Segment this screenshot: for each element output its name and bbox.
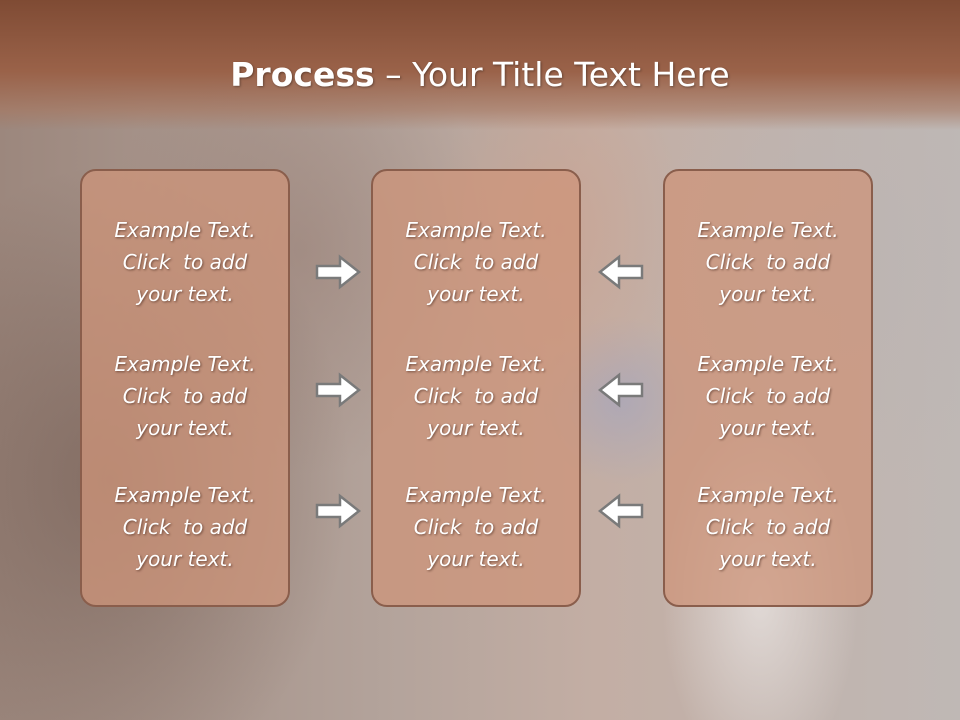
text-block[interactable]: Example Text. Click to add your text. bbox=[665, 348, 871, 444]
text-line: your text. bbox=[719, 282, 817, 306]
text-line: Example Text. bbox=[114, 218, 256, 242]
text-line: Click to add bbox=[413, 515, 539, 539]
text-line: your text. bbox=[427, 547, 525, 571]
text-line: Example Text. bbox=[114, 352, 256, 376]
slide-title[interactable]: Process – Your Title Text Here bbox=[0, 53, 960, 97]
text-line: your text. bbox=[719, 547, 817, 571]
text-line: Example Text. bbox=[697, 218, 839, 242]
title-bold-text: Process bbox=[230, 55, 375, 94]
text-line: Example Text. bbox=[697, 352, 839, 376]
text-block[interactable]: Example Text. Click to add your text. bbox=[373, 479, 579, 575]
process-box-left[interactable]: Example Text. Click to add your text. Ex… bbox=[80, 169, 290, 607]
text-line: your text. bbox=[136, 282, 234, 306]
title-rest-text: – Your Title Text Here bbox=[374, 55, 730, 94]
text-line: Click to add bbox=[413, 384, 539, 408]
text-line: Example Text. bbox=[405, 352, 547, 376]
text-line: Example Text. bbox=[697, 483, 839, 507]
text-block[interactable]: Example Text. Click to add your text. bbox=[82, 479, 288, 575]
text-line: your text. bbox=[719, 416, 817, 440]
text-line: Click to add bbox=[705, 250, 831, 274]
text-block[interactable]: Example Text. Click to add your text. bbox=[82, 348, 288, 444]
text-line: Click to add bbox=[122, 515, 248, 539]
text-line: Example Text. bbox=[114, 483, 256, 507]
text-line: your text. bbox=[427, 416, 525, 440]
process-box-right[interactable]: Example Text. Click to add your text. Ex… bbox=[663, 169, 873, 607]
text-line: Click to add bbox=[122, 384, 248, 408]
arrow-right-icon bbox=[315, 493, 362, 529]
text-line: Click to add bbox=[705, 515, 831, 539]
process-box-center[interactable]: Example Text. Click to add your text. Ex… bbox=[371, 169, 581, 607]
text-block[interactable]: Example Text. Click to add your text. bbox=[373, 214, 579, 310]
text-line: Click to add bbox=[705, 384, 831, 408]
text-line: Example Text. bbox=[405, 483, 547, 507]
text-block[interactable]: Example Text. Click to add your text. bbox=[82, 214, 288, 310]
text-block[interactable]: Example Text. Click to add your text. bbox=[665, 214, 871, 310]
text-line: your text. bbox=[136, 547, 234, 571]
arrow-left-icon bbox=[597, 493, 644, 529]
text-line: your text. bbox=[427, 282, 525, 306]
arrow-right-icon bbox=[315, 254, 362, 290]
text-line: Example Text. bbox=[405, 218, 547, 242]
text-block[interactable]: Example Text. Click to add your text. bbox=[373, 348, 579, 444]
arrow-left-icon bbox=[597, 372, 644, 408]
text-line: your text. bbox=[136, 416, 234, 440]
title-banner bbox=[0, 0, 960, 130]
text-line: Click to add bbox=[413, 250, 539, 274]
text-block[interactable]: Example Text. Click to add your text. bbox=[665, 479, 871, 575]
text-line: Click to add bbox=[122, 250, 248, 274]
arrow-left-icon bbox=[597, 254, 644, 290]
arrow-right-icon bbox=[315, 372, 362, 408]
